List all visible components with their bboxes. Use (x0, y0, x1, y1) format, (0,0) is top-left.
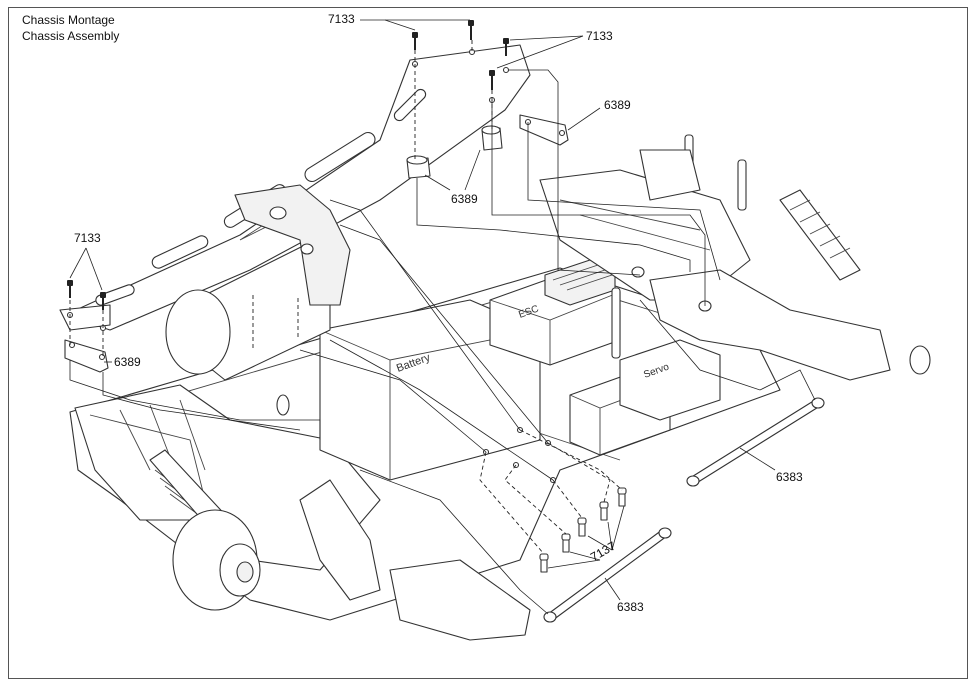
servo-box: Servo (569, 287, 721, 456)
screws-7137 (539, 487, 627, 573)
callout-leaders (69, 19, 776, 601)
rear-coil-shock (779, 189, 861, 281)
label-7133-top-left: 7133 (328, 12, 355, 26)
diagram-frame (8, 7, 968, 679)
label-6389-left: 6389 (114, 355, 141, 369)
label-7133-top-right: 7133 (586, 29, 613, 43)
routing-lines (69, 69, 816, 615)
front-wheel (172, 509, 261, 611)
title-german: Chassis Montage (22, 13, 115, 27)
rear-suspension (539, 134, 931, 381)
drive-shafts (543, 397, 825, 623)
title-english: Chassis Assembly (22, 29, 120, 43)
shock-tower-posts (639, 134, 747, 211)
label-7133-left: 7133 (74, 231, 101, 245)
label-6389-center: 6389 (451, 192, 478, 206)
diagram-title: Chassis Montage Chassis Assembly (22, 12, 119, 44)
spacer-parts (64, 114, 569, 373)
label-6389-top-right: 6389 (604, 98, 631, 112)
screw-parts (67, 20, 627, 573)
antenna (611, 287, 621, 359)
assembly-axes (69, 40, 623, 555)
front-suspension (74, 384, 531, 641)
label-6383-bottom: 6383 (617, 600, 644, 614)
motor (165, 184, 351, 381)
label-6383-right: 6383 (776, 470, 803, 484)
